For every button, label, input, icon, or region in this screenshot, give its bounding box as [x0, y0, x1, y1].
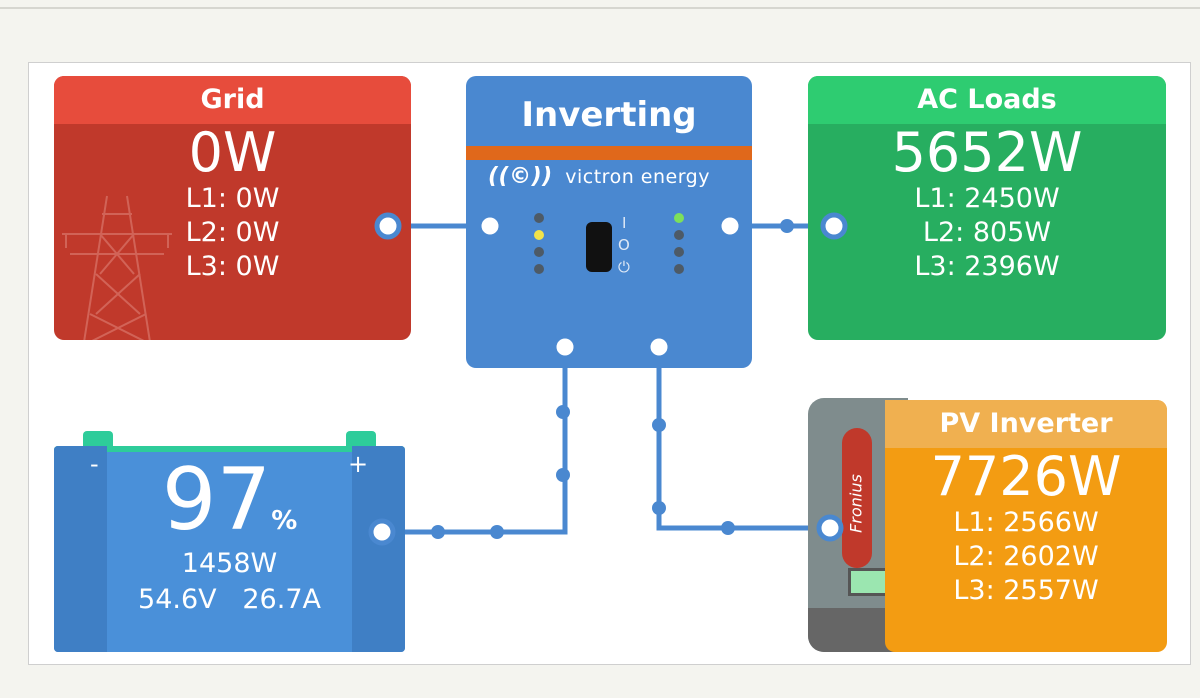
battery-minus: - — [90, 450, 99, 478]
battery-current: 26.7A — [242, 584, 321, 615]
ac-loads-phases: L1: 2450W L2: 805W L3: 2396W — [808, 182, 1166, 284]
switch-off-label: O — [618, 236, 630, 254]
ac-l3: L3: 2396W — [914, 251, 1060, 282]
battery-left-side — [54, 446, 107, 652]
ac-loads-power: 5652W — [891, 121, 1083, 184]
grid-phases: L1: 0W L2: 0W L3: 0W — [54, 182, 411, 284]
switch-on-label: I — [622, 214, 627, 232]
battery-terminal-plus — [346, 431, 376, 447]
inverter-brand: ((©)) victron energy — [488, 164, 710, 189]
pv-l3: L3: 2557W — [953, 575, 1099, 606]
battery-soc: 97 — [161, 450, 272, 550]
grid-title: Grid — [54, 76, 411, 124]
fronius-brand: Fronius — [846, 474, 866, 533]
led-left-1 — [534, 213, 544, 223]
battery-card[interactable]: - + 97% 1458W 54.6V 26.7A — [54, 446, 405, 652]
inverter-card[interactable]: Inverting ((©)) victron energy I O ⏻ — [466, 76, 752, 368]
switch-eco-label: ⏻ — [618, 258, 630, 276]
ac-l1: L1: 2450W — [914, 183, 1060, 214]
battery-power: 1458W — [181, 548, 278, 579]
grid-l2: L2: 0W — [185, 217, 280, 248]
pv-l1: L1: 2566W — [953, 507, 1099, 538]
ac-l2: L2: 805W — [922, 217, 1052, 248]
inverter-brand-text: victron energy — [565, 166, 710, 188]
ac-loads-title: AC Loads — [808, 76, 1166, 124]
battery-right-side — [352, 446, 405, 652]
battery-soc-row: 97% — [54, 452, 405, 548]
led-right-1 — [674, 213, 684, 223]
led-left-2 — [534, 230, 544, 240]
led-left-4 — [534, 264, 544, 274]
power-pylon-icon — [62, 195, 172, 340]
grid-l3: L3: 0W — [185, 251, 280, 282]
top-divider — [0, 7, 1200, 9]
pv-inverter-phases: L1: 2566W L2: 2602W L3: 2557W — [885, 506, 1167, 608]
pv-inverter-power: 7726W — [930, 445, 1122, 508]
battery-top-stripe — [54, 446, 405, 452]
battery-vi-row: 54.6V 26.7A — [54, 584, 405, 615]
pv-inverter-card[interactable]: PV Inverter 7726W L1: 2566W L2: 2602W L3… — [885, 400, 1167, 652]
inverter-status: Inverting — [521, 95, 697, 135]
led-right-2 — [674, 230, 684, 240]
grid-power: 0W — [188, 121, 277, 184]
led-right-3 — [674, 247, 684, 257]
battery-soc-unit: % — [271, 506, 298, 536]
power-switch[interactable] — [586, 222, 612, 272]
victron-logo-icon: ((©)) — [488, 164, 553, 189]
grid-l1: L1: 0W — [185, 183, 280, 214]
pv-device-display — [848, 568, 890, 596]
battery-voltage: 54.6V — [138, 584, 217, 615]
battery-terminal-minus — [83, 431, 113, 447]
led-left-3 — [534, 247, 544, 257]
led-right-4 — [674, 264, 684, 274]
pv-l2: L2: 2602W — [953, 541, 1099, 572]
inverter-stripe — [466, 146, 752, 160]
grid-card[interactable]: Grid 0W L1: 0W L2: 0W L3: 0W — [54, 76, 411, 340]
battery-plus: + — [348, 450, 369, 478]
pv-inverter-title: PV Inverter — [885, 400, 1167, 448]
fronius-logo — [842, 428, 872, 568]
ac-loads-card[interactable]: AC Loads 5652W L1: 2450W L2: 805W L3: 23… — [808, 76, 1166, 340]
